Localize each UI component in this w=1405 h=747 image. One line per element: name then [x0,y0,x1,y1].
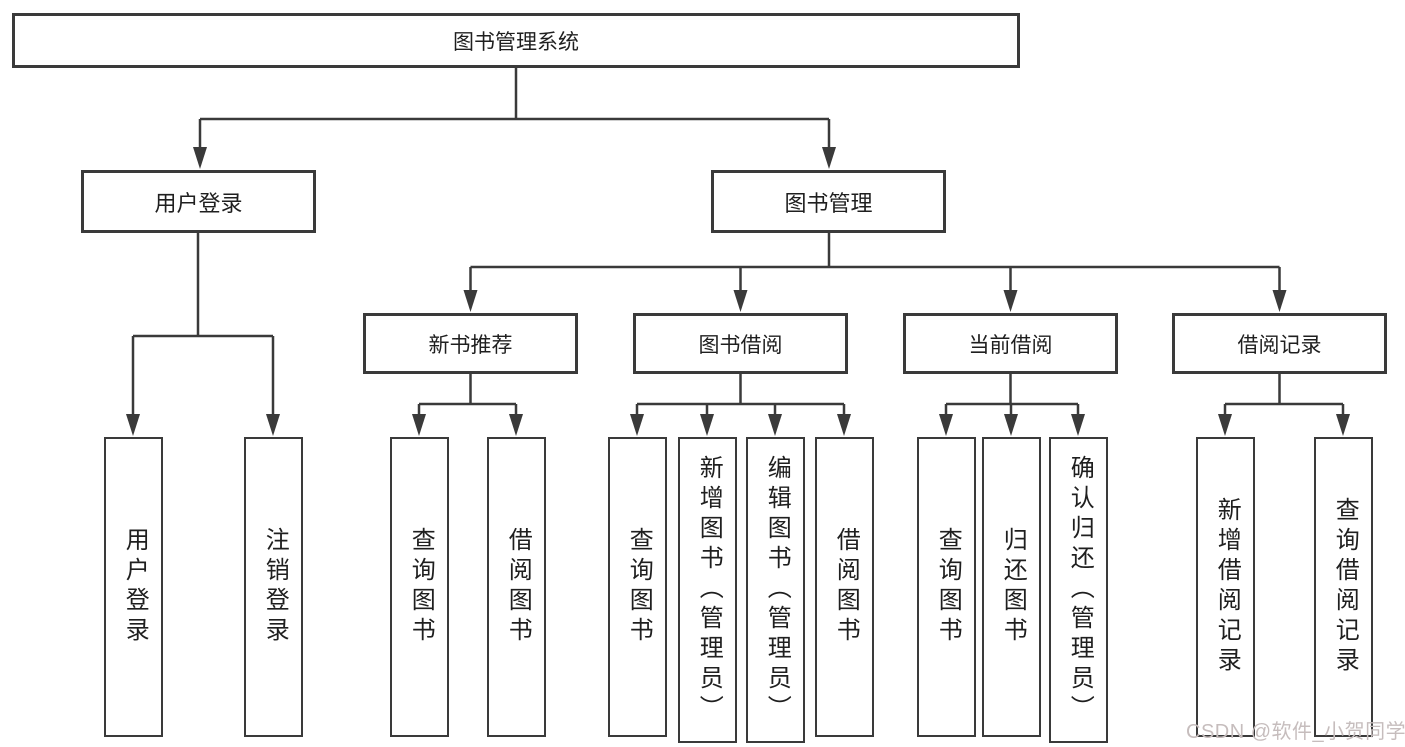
leaf-borrow-books-recommend: 借阅图书 [487,437,546,737]
leaf-label: 确认归还（管理员） [1066,455,1093,725]
leaf-label: 查询借阅记录 [1331,497,1358,677]
connector-book-borrow-branch [628,374,853,438]
csdn-watermark: CSDN @软件_小贺同学 [1186,721,1405,743]
leaf-query-books-current: 查询图书 [917,437,976,737]
leaf-query-borrow-record: 查询借阅记录 [1314,437,1373,737]
leaf-borrow-books: 借阅图书 [815,437,874,737]
node-current-borrowing: 当前借阅 [903,313,1118,374]
node-borrow-records: 借阅记录 [1172,313,1387,374]
leaf-label: 借阅图书 [504,527,531,647]
leaf-add-borrow-record: 新增借阅记录 [1196,437,1255,737]
leaf-label: 新增图书（管理员） [695,455,722,725]
leaf-edit-books-admin: 编辑图书（管理员） [746,437,805,743]
leaf-confirm-return-admin: 确认归还（管理员） [1049,437,1108,743]
leaf-label: 归还图书 [999,527,1026,647]
leaf-user-login: 用户登录 [104,437,163,737]
connector-book-mgmt-to-level3 [462,233,1288,314]
leaf-return-books: 归还图书 [982,437,1041,737]
connector-root-to-level2 [191,68,838,171]
node-library-system: 图书管理系统 [12,13,1020,68]
leaf-label: 借阅图书 [832,527,859,647]
node-user-login: 用户登录 [81,170,316,233]
leaf-label: 新增借阅记录 [1213,497,1240,677]
node-book-management: 图书管理 [711,170,946,233]
connector-current-borrow-branch [937,374,1087,438]
leaf-add-books-admin: 新增图书（管理员） [678,437,737,743]
leaf-label: 查询图书 [407,527,434,647]
leaf-label: 查询图书 [625,527,652,647]
connector-borrow-records-branch [1216,374,1352,438]
leaf-query-books-recommend: 查询图书 [390,437,449,737]
connector-new-books-branch [410,374,525,438]
node-new-book-recommend: 新书推荐 [363,313,578,374]
leaf-logout: 注销登录 [244,437,303,737]
node-book-borrowing: 图书借阅 [633,313,848,374]
leaf-label: 编辑图书（管理员） [763,455,790,725]
connector-user-login-branch [124,233,282,438]
leaf-label: 查询图书 [934,527,961,647]
leaf-label: 注销登录 [261,527,288,647]
leaf-label: 用户登录 [121,527,148,647]
leaf-query-books-borrow: 查询图书 [608,437,667,737]
